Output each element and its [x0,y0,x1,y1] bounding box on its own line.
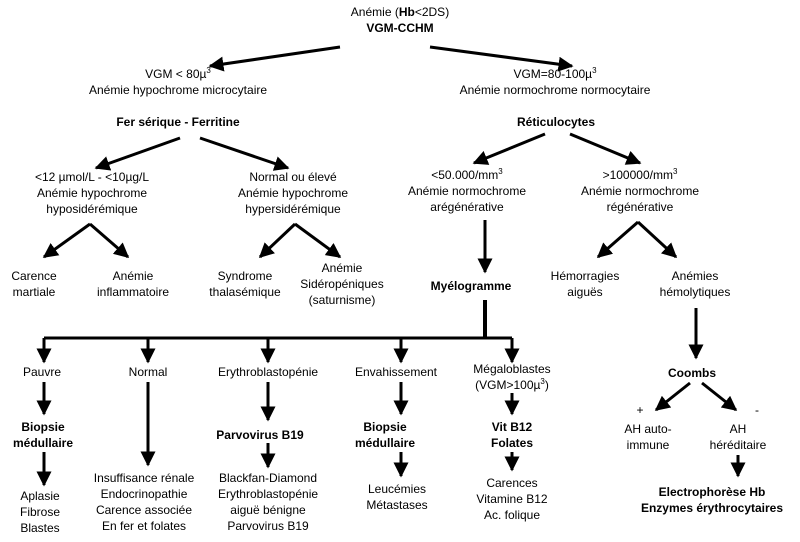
edge-reg-hemolytiques [636,220,678,259]
node-pauvre: Pauvre [22,365,62,379]
node-carence-martiale: Carence martiale [11,269,57,299]
node-ah-auto-immune: AH auto- immune [624,422,672,452]
node-reticulocytes: Réticulocytes [516,115,596,129]
node-regenerative: >100000/mm3 Anémie normochrome régénérat… [580,167,700,215]
node-vgm-low: VGM < 80µ3 Anémie hypochrome microcytair… [88,66,268,98]
node-normal: Normal [128,365,168,379]
node-vit-b12-folates: Vit B12 Folates [490,420,534,450]
node-carences-vitamine: Carences Vitamine B12 Ac. folique [476,476,548,522]
node-megaloblastes: Mégaloblastes (VGM>100µ3) [473,362,551,392]
edge-root-vgm-norm [429,45,574,72]
edge-hyposid-carence [42,222,91,259]
node-hyposideremique: <12 µmol/L - <10µg/L Anémie hypochrome h… [34,170,150,216]
edge-root-vgm-low [208,45,341,72]
node-syndrome-thalasemique: Syndrome thalasémique [209,269,281,299]
edge-hypersid-sidero [294,222,342,259]
edge-hypersid-syndrome [258,222,297,259]
node-hemorragies-aigues: Hémorragies aiguës [550,269,620,299]
node-ah-hereditaire: AH héréditaire [709,422,767,452]
node-coombs: Coombs [668,366,716,380]
node-vgm-norm: VGM=80-100µ3 Anémie normochrome normocyt… [459,66,651,98]
node-insuffisance-renale: Insuffisance rénale Endocrinopathie Care… [93,471,195,533]
node-aplasie-fibrose-blastes: Aplasie Fibrose Blastes [19,489,61,535]
edge-retic-reg [569,132,642,165]
node-anemie-sideropeniques: Anémie Sidéropéniques (saturnisme) [300,261,384,307]
edge-coombs-auto [654,381,691,412]
node-anemie-root: Anémie (Hb<2DS) VGM-CCHM [350,5,450,35]
node-hypersideremique: Normal ou élevé Anémie hypochrome hypers… [237,170,349,216]
node-erythroblastopenie: Erythroblastopénie [217,365,319,379]
node-biopsie-medullaire-1: Biopsie médullaire [12,420,74,450]
edge-fer-hypersid [199,136,290,171]
node-blackfan-diamond: Blackfan-Diamond Erythroblastopénie aigu… [217,471,319,533]
node-biopsie-medullaire-2: Biopsie médullaire [354,420,416,450]
node-myelogramme: Myélogramme [430,279,512,293]
node-envahissement: Envahissement [354,365,438,379]
edge-fer-hyposid [94,136,181,171]
node-fer-ferritine: Fer sérique - Ferritine [116,115,240,129]
edge-retic-areg [472,132,546,165]
node-anemie-inflammatoire: Anémie inflammatoire [96,269,170,299]
sign-minus: - [755,403,759,417]
edge-hyposid-inflam [89,222,130,259]
node-electrophorese-hb: Electrophorèse Hb Enzymes érythrocytaire… [640,485,784,515]
node-parvovirus-b19: Parvovirus B19 [216,428,304,442]
edge-reg-hemorragies [596,220,639,259]
node-aregenerative: <50.000/mm3 Anémie normochrome arégénéra… [407,167,527,215]
node-anemies-hemolytiques: Anémies hémolytiques [659,269,731,299]
edge-coombs-hered [701,381,738,412]
node-leucemies-metastases: Leucémies Métastases [366,482,428,512]
sign-plus: + [636,403,644,417]
